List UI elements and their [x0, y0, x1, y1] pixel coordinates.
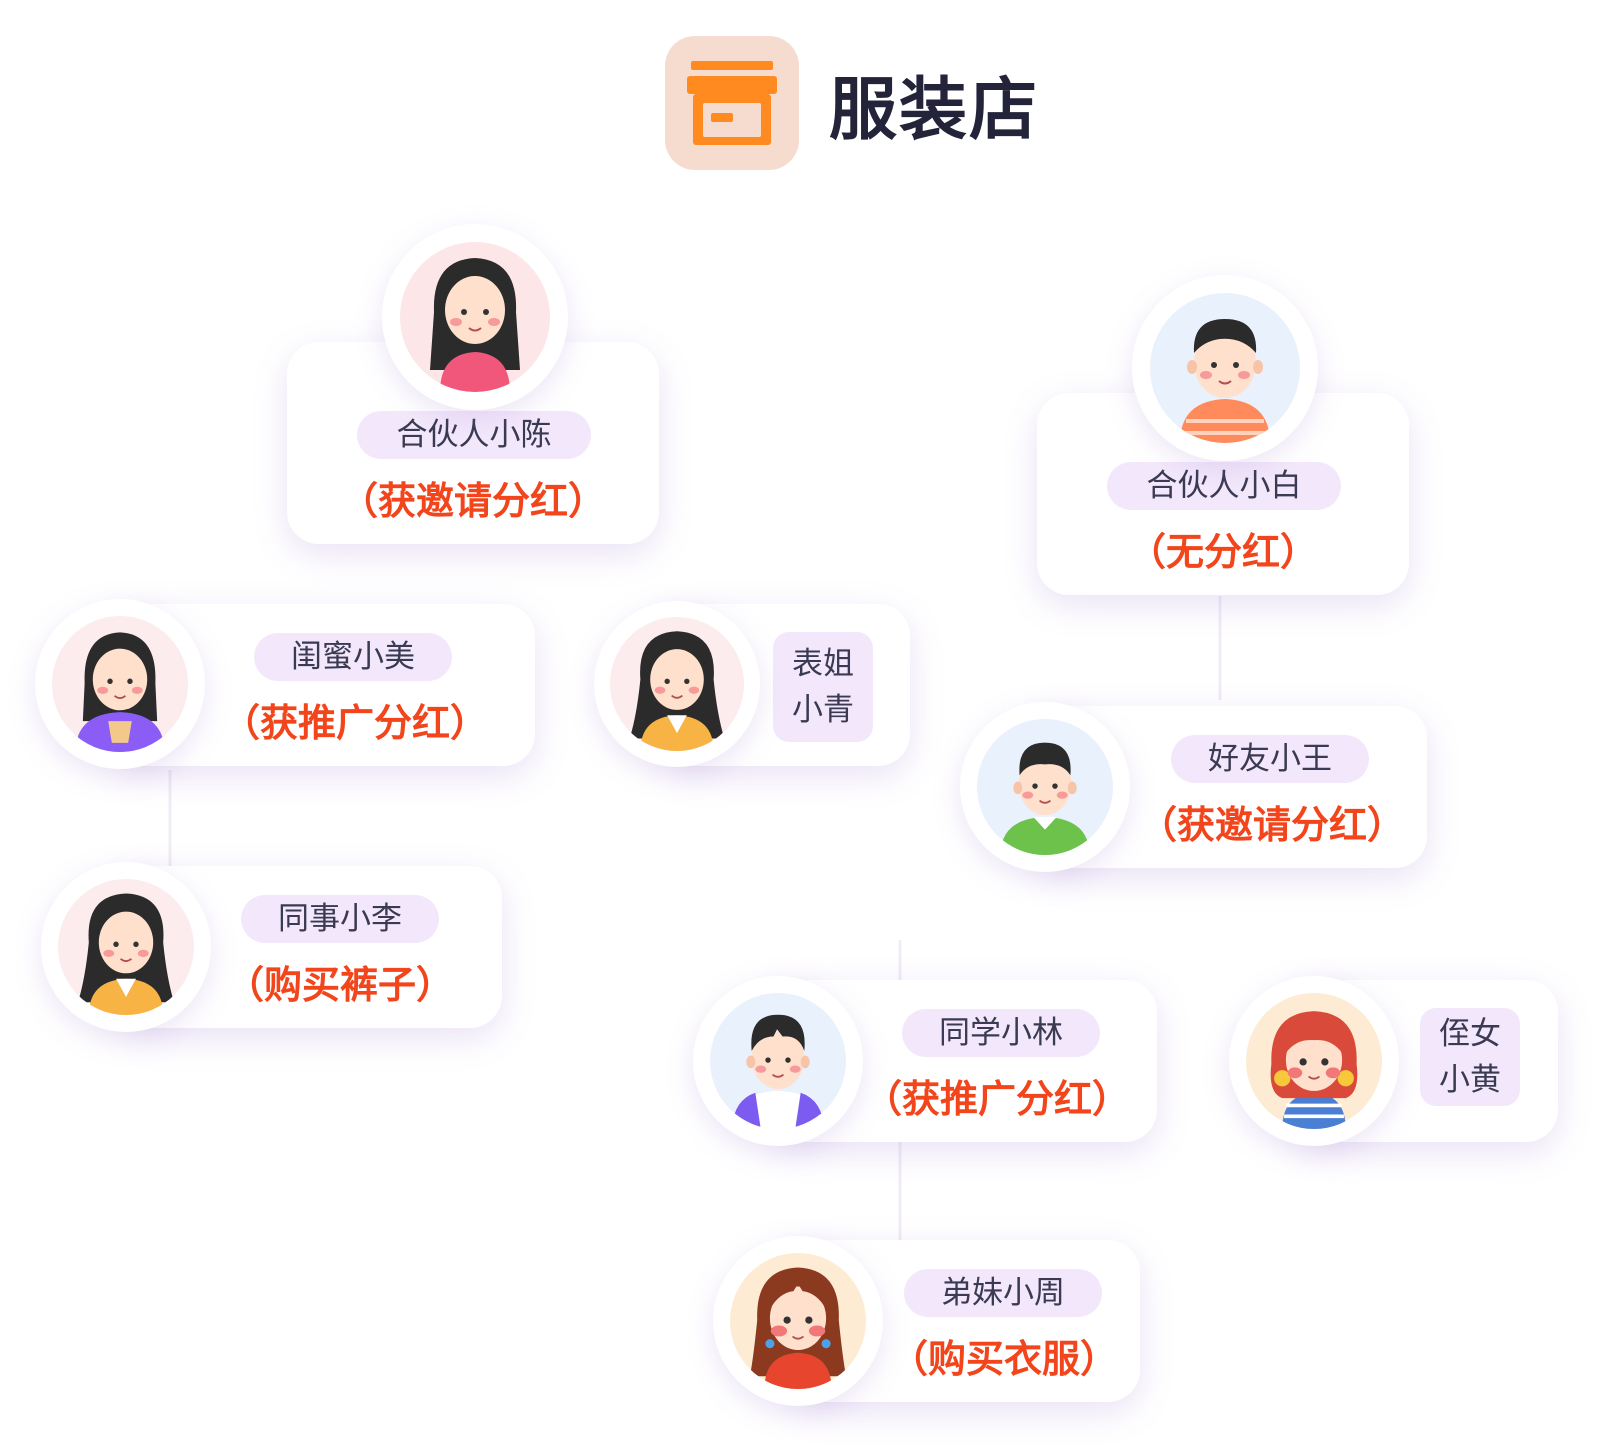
- store-header: 服装店: [665, 36, 1039, 170]
- name-label: 合伙人小白: [1107, 462, 1341, 510]
- girl-avatar-icon: [629, 631, 725, 751]
- store-icon: [665, 36, 799, 170]
- girl-avatar-icon: [77, 893, 175, 1015]
- boy-avatar-icon: [731, 1014, 825, 1129]
- store-title: 服装店: [829, 70, 1040, 150]
- reward-label: （获邀请分红）: [339, 479, 606, 523]
- avatar-bai: [1132, 275, 1318, 461]
- avatar-wang: [960, 702, 1130, 872]
- avatar-li: [41, 862, 211, 1032]
- avatar-mei: [35, 599, 205, 769]
- reward-label: （获推广分红）: [221, 701, 488, 745]
- card-partner-bai: 合伙人小白 （无分红）: [1037, 393, 1409, 595]
- boy-avatar-icon: [1180, 319, 1270, 443]
- name-label: 侄女 小黄: [1420, 1008, 1520, 1106]
- reward-label: （购买裤子）: [225, 963, 454, 1007]
- name-label: 弟妹小周: [904, 1269, 1102, 1317]
- avatar-lin: [693, 976, 863, 1146]
- name-label: 表姐 小青: [773, 632, 873, 742]
- girl-avatar-icon: [749, 1267, 847, 1389]
- avatar-qing: [594, 601, 760, 767]
- boy-avatar-icon: [1000, 742, 1090, 855]
- name-label: 闺蜜小美: [254, 633, 452, 681]
- girl-avatar-icon: [75, 632, 165, 752]
- name-label: 好友小王: [1171, 735, 1369, 783]
- name-label: 同学小林: [902, 1009, 1100, 1057]
- reward-label: （无分红）: [1127, 530, 1318, 574]
- reward-label: （获推广分红）: [863, 1077, 1130, 1121]
- name-label: 合伙人小陈: [357, 411, 591, 459]
- girl-avatar-icon: [430, 258, 520, 392]
- avatar-chen: [382, 224, 568, 410]
- avatar-huang: [1229, 976, 1399, 1146]
- reward-label: （获邀请分红）: [1138, 803, 1405, 847]
- girl-avatar-icon: [1270, 1011, 1358, 1129]
- avatar-zhou: [713, 1236, 883, 1406]
- reward-label: （购买衣服）: [889, 1337, 1118, 1381]
- name-label: 同事小李: [241, 895, 439, 943]
